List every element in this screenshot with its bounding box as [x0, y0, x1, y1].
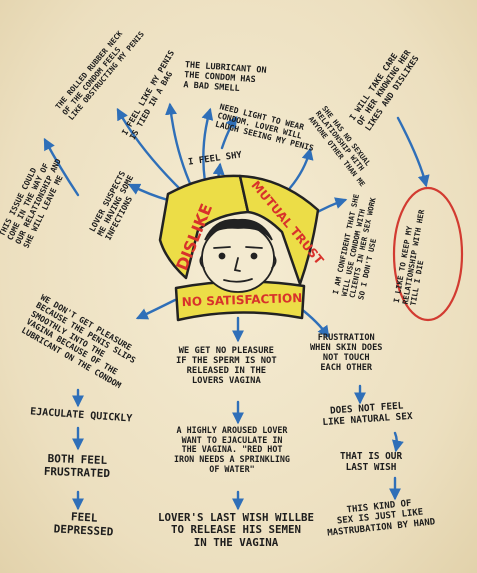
note-both-frustrated: BOTH FEEL FRUSTRATED: [43, 451, 111, 480]
note-frustration: FRUSTRATION WHEN SKIN DOES NOT TOUCH EAC…: [310, 333, 383, 373]
arrow-to-slips: [135, 298, 177, 320]
arrow-to-bad-smell: [201, 107, 214, 184]
note-no-pleasure-sperm: WE GET NO PLEASURE IF THE SPERM IS NOT R…: [176, 346, 277, 387]
arrow-to-need-light: [220, 116, 238, 150]
arrow-to-lover-suspects: [127, 183, 170, 202]
note-depressed: FEEL DEPRESSED: [53, 510, 114, 539]
note-last-wish: THAT IS OUR LAST WISH: [340, 451, 403, 473]
circle-keep-relationship: [392, 186, 464, 322]
face-drawing: [199, 218, 277, 293]
arrow-take-care-to-circle: [396, 116, 430, 188]
petal-dislike: [158, 174, 250, 280]
arrow-to-tied-bag: [165, 102, 194, 190]
arrow-to-issue: [43, 137, 80, 197]
petal-mutual-trust: [238, 174, 320, 286]
note-last-wish-semen: LOVER'S LAST WISH WILLBE TO RELEASE HIS …: [158, 511, 315, 549]
arrow-natural-to-last-wish: [391, 431, 404, 453]
arrow-to-no-sexual: [288, 147, 314, 190]
note-bad-smell: THE LUBRICANT ON THE CONDOM HAS A BAD SM…: [183, 60, 267, 94]
note-aroused: A HIGHLY AROUSED LOVER WANT TO EJACULATE…: [174, 425, 290, 474]
arrow-to-rubber-neck: [116, 107, 185, 194]
